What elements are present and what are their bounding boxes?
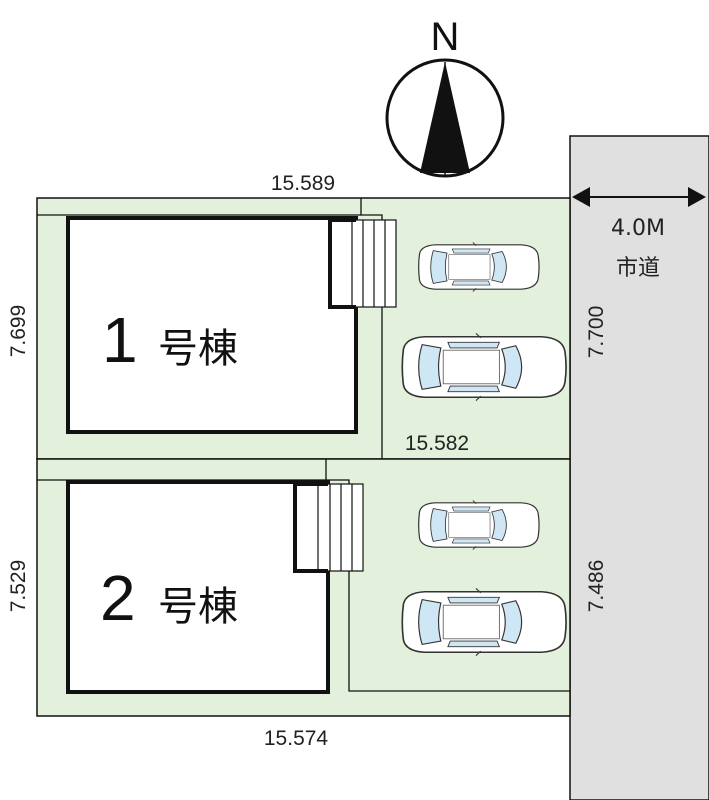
car-1a — [418, 241, 540, 293]
dim-lot1-top: 15.589 — [271, 172, 335, 195]
unit-2-number: 2 — [100, 562, 136, 634]
road-name-label: 市道 — [616, 256, 660, 281]
car-2b — [401, 587, 567, 657]
stairs-2 — [293, 482, 364, 573]
car-2a — [418, 499, 540, 551]
unit-2-suffix: 号棟 — [158, 584, 238, 630]
north-compass: N — [385, 15, 505, 178]
dim-lot2-right: 7.486 — [585, 560, 608, 613]
road — [569, 135, 709, 800]
dim-lot1-left: 7.699 — [7, 305, 30, 358]
dim-lot2-left: 7.529 — [7, 560, 30, 613]
unit-1-suffix: 号棟 — [158, 326, 238, 372]
road-width-label: 4.0M — [611, 216, 665, 241]
parking-area-1 — [360, 198, 383, 459]
compass-label: N — [431, 15, 460, 59]
road-width-arrow — [572, 187, 706, 207]
unit-1-number: 1 — [102, 304, 138, 376]
dim-lot1-bottom: 15.582 — [405, 432, 469, 455]
stairs-1 — [328, 218, 397, 309]
car-1b — [401, 332, 567, 402]
parking-area-2 — [325, 459, 570, 692]
dim-lot1-right: 7.700 — [585, 306, 608, 359]
dim-lot2-bottom: 15.574 — [264, 727, 329, 750]
